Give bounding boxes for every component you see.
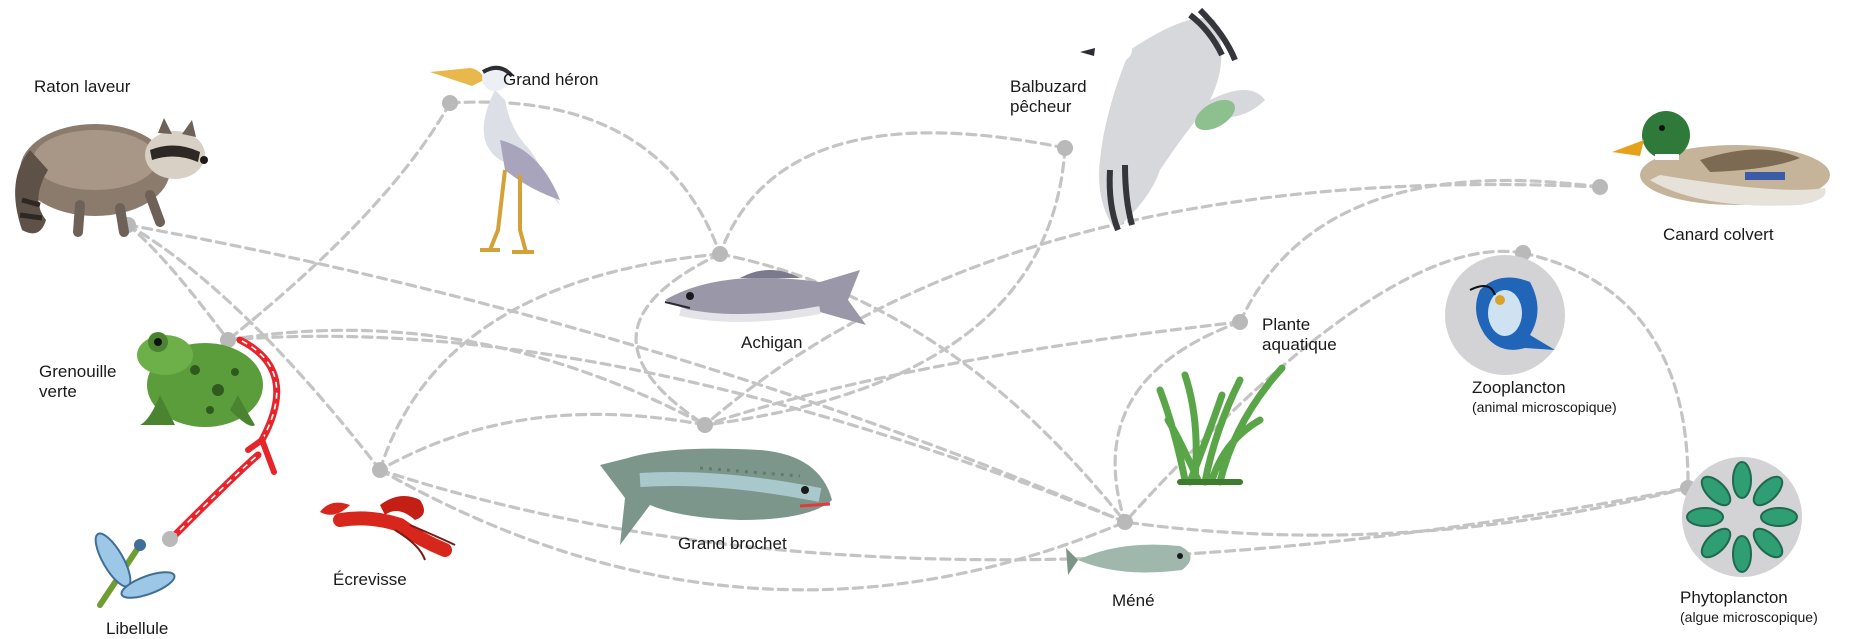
node-minnow [1117, 514, 1133, 530]
link-raccoon-frog [128, 225, 228, 340]
osprey-label-line1: Balbuzard [1010, 77, 1087, 97]
crayfish-label: Écrevisse [333, 570, 407, 590]
zooplankton-note: (animal microscopique) [1472, 399, 1617, 416]
node-dragonfly [162, 531, 178, 547]
raccoon-icon [15, 118, 208, 233]
node-plant [1232, 314, 1248, 330]
mallard-label: Canard colvert [1663, 225, 1774, 245]
frog-icon [137, 332, 263, 427]
crayfish-icon [320, 496, 455, 560]
osprey-label-line2: pêcheur [1010, 97, 1071, 117]
mallard-icon [1612, 111, 1830, 206]
phytoplankton-icon [1682, 457, 1802, 577]
node-osprey [1057, 140, 1073, 156]
node-pike [697, 417, 713, 433]
zooplankton-icon [1445, 255, 1565, 375]
dragonfly-label: Libellule [106, 619, 168, 639]
link-bass-pike [636, 254, 720, 425]
pike-label: Grand brochet [678, 534, 787, 554]
link-crayfish-phytoplankton [380, 470, 1688, 560]
heron-icon [430, 65, 560, 252]
zooplankton-label: Zooplancton [1472, 378, 1566, 398]
frog-label-line2: verte [39, 382, 77, 402]
heron-label: Grand héron [503, 70, 598, 90]
bass-icon [665, 270, 866, 325]
link-osprey-bass [720, 133, 1065, 254]
raccoon-label: Raton laveur [34, 77, 130, 97]
plant-label-line1: Plante [1262, 315, 1310, 335]
minnow-icon [1066, 545, 1191, 575]
osprey-icon [1080, 10, 1265, 230]
node-mallard [1592, 179, 1608, 195]
plant-icon [1160, 368, 1282, 482]
node-bass [712, 246, 728, 262]
plant-label-line2: aquatique [1262, 335, 1337, 355]
phytoplankton-label: Phytoplancton [1680, 588, 1788, 608]
link-heron-frog [228, 103, 450, 340]
minnow-label: Méné [1112, 591, 1155, 611]
phytoplankton-note: (algue microscopique) [1680, 609, 1818, 626]
link-phytoplankton-minnow [1125, 488, 1688, 535]
bass-label: Achigan [741, 333, 802, 353]
node-crayfish [372, 462, 388, 478]
frog-label-line1: Grenouille [39, 362, 117, 382]
node-heron [442, 95, 458, 111]
